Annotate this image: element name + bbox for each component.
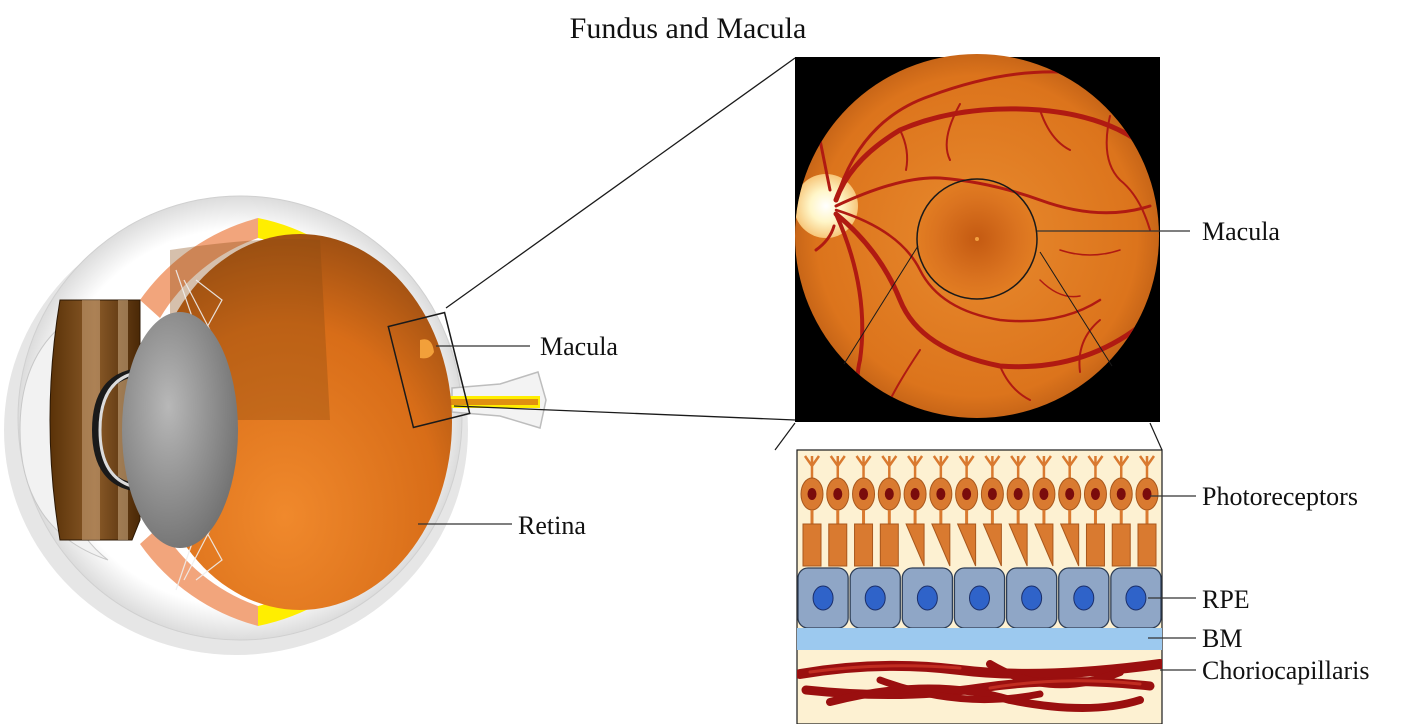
retinal-layers-panel	[797, 450, 1162, 724]
fundus-macula-label: Macula	[1202, 217, 1280, 246]
photoreceptors-label: Photoreceptors	[1202, 482, 1358, 511]
diagram-title: Fundus and Macula	[570, 12, 807, 45]
optic-disc	[794, 174, 858, 238]
rpe-cell	[902, 568, 952, 628]
lens	[122, 312, 238, 548]
rpe-cell	[798, 568, 848, 628]
bm-label: BM	[1202, 624, 1242, 653]
retina-label: Retina	[518, 511, 586, 540]
rpe-cell	[1059, 568, 1109, 628]
rpe-layer	[798, 568, 1161, 628]
rpe-cell	[850, 568, 900, 628]
rpe-cell	[1007, 568, 1057, 628]
choriocapillaris-label: Choriocapillaris	[1202, 656, 1370, 685]
fovea	[975, 237, 979, 241]
bruchs-membrane-band	[797, 628, 1162, 650]
rpe-cell	[954, 568, 1004, 628]
fundus-panel	[794, 54, 1160, 422]
eye-cross-section	[4, 196, 546, 655]
rpe-label: RPE	[1202, 585, 1250, 614]
eye-macula-label: Macula	[540, 332, 618, 361]
